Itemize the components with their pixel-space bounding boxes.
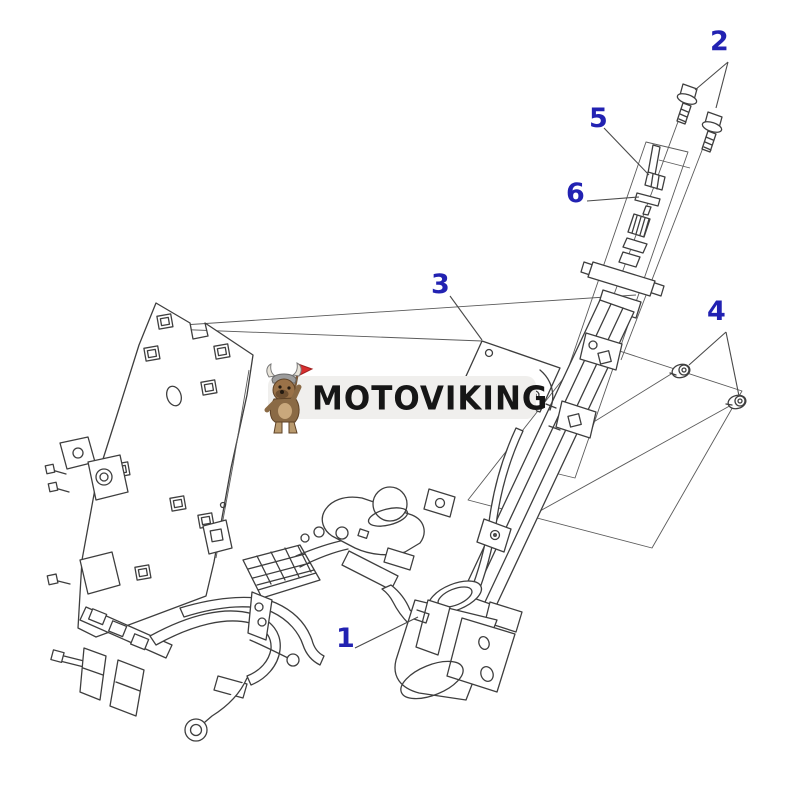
steering-column — [394, 144, 666, 701]
bearing-flange — [587, 261, 656, 297]
callout-leaders — [354, 61, 740, 649]
callout-5: 5 — [589, 103, 608, 134]
callout-4: 4 — [707, 296, 726, 327]
callout-3: 3 — [431, 269, 450, 300]
flange-bolts-part2 — [676, 83, 723, 153]
callout-1: 1 — [336, 623, 355, 654]
nozzle — [79, 647, 107, 701]
callout-2: 2 — [710, 26, 729, 57]
shaft-tip — [647, 144, 661, 176]
plate-side-brackets — [44, 436, 233, 595]
mounting-plate — [44, 302, 254, 638]
nozzle — [109, 659, 145, 717]
pedal-assembly — [242, 486, 425, 641]
nut-part5 — [644, 171, 666, 191]
callout-6: 6 — [566, 178, 585, 209]
cylinder-cap — [372, 486, 408, 522]
brand-watermark: MOTOVIKING — [264, 362, 549, 434]
plate-hole — [166, 385, 182, 407]
brand-name: MOTOVIKING — [312, 380, 549, 419]
hose-assembly — [50, 596, 325, 742]
screws-part4 — [669, 363, 747, 410]
